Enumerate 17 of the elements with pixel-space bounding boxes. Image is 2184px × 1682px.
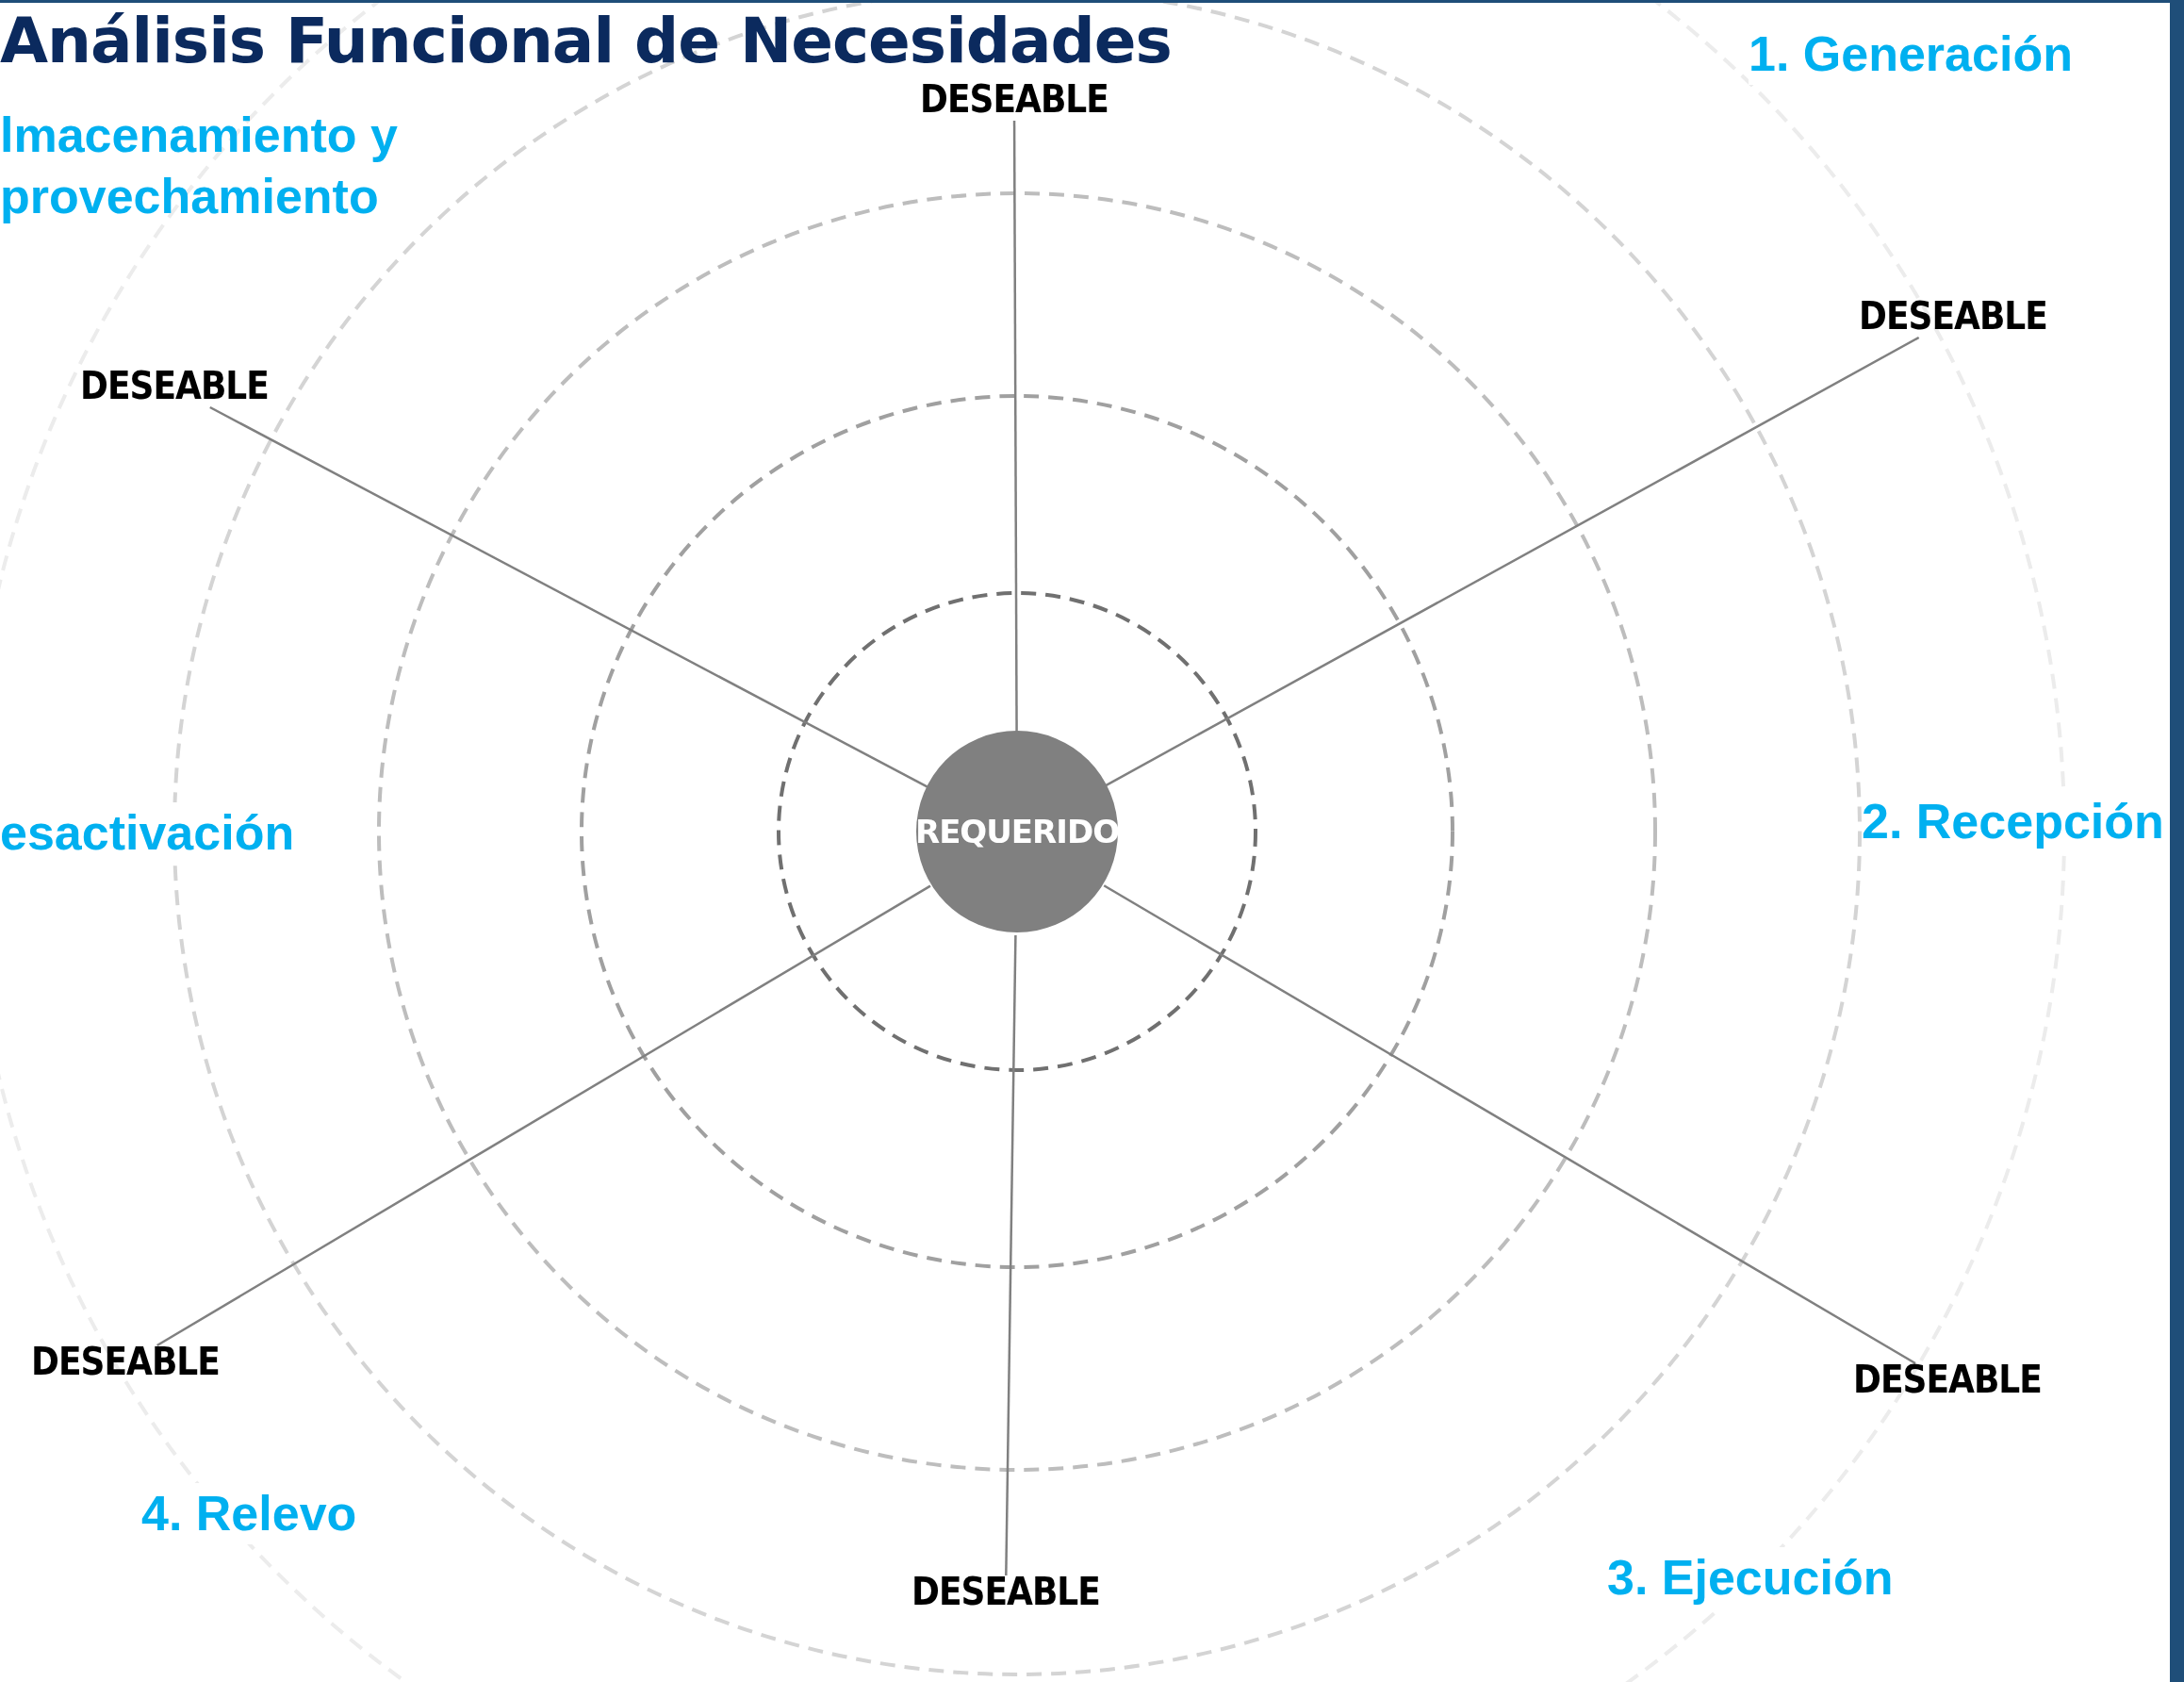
spoke-line — [156, 884, 931, 1347]
spoke-end-label: DESEABLE — [31, 1343, 220, 1380]
spoke-line — [209, 405, 928, 789]
spoke-line — [1005, 934, 1017, 1575]
spoke-end-label: DESEABLE — [80, 367, 269, 404]
spoke-line — [1105, 336, 1920, 787]
spoke-end-label: DESEABLE — [1859, 297, 2047, 335]
phase-label: 4. Relevo — [141, 1483, 357, 1544]
circle-label: REQUERIDO — [914, 813, 1120, 850]
spoke-end-label: DESEABLE — [1853, 1360, 2042, 1398]
phase-label: lmacenamiento y provechamiento — [0, 107, 399, 225]
title: Análisis Funcional de Necesidades — [0, 5, 1172, 77]
spoke-line — [1012, 121, 1018, 734]
spoke-end-label: DESEABLE — [911, 1573, 1100, 1610]
spoke-end-label: DESEABLE — [920, 80, 1108, 118]
phase-label: 3. Ejecución — [1607, 1547, 1894, 1608]
spoke-line — [1103, 884, 1916, 1365]
